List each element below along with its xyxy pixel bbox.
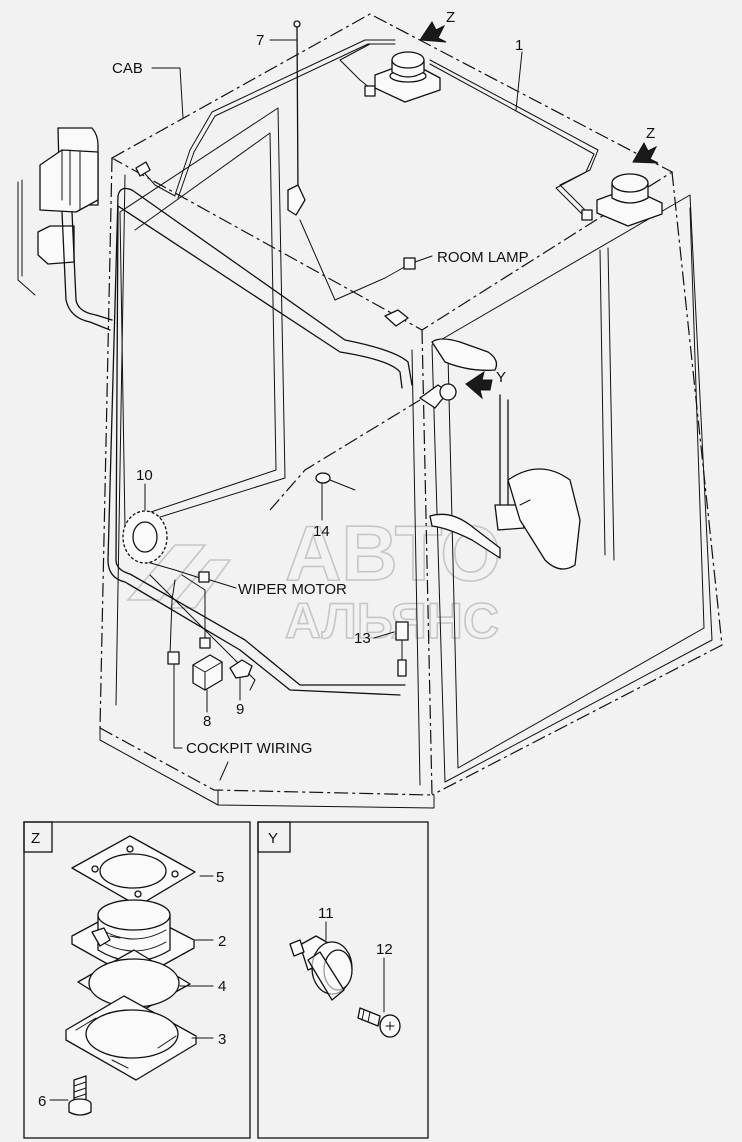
gasket-top: [71, 835, 196, 907]
leader-wiper-motor: [209, 579, 237, 589]
label-z-top: Z: [446, 9, 455, 26]
callout-1: 1: [515, 37, 523, 54]
callout-8: 8: [203, 713, 211, 730]
callout-11: 11: [318, 905, 334, 922]
panel-y-title: Y: [268, 830, 278, 847]
label-cab: CAB: [112, 60, 143, 77]
label-room-lamp: ROOM LAMP: [437, 249, 529, 266]
side-mirror: [429, 338, 581, 570]
callout-7: 7: [256, 32, 264, 49]
arrow-z-right: Z: [632, 125, 659, 164]
panel-z-title: Z: [31, 830, 40, 847]
leader-room-lamp: [414, 255, 433, 263]
wiper-motor-connector: [198, 571, 210, 583]
panel-y: Y 11 12: [257, 821, 429, 1139]
room-lamp-unit: [419, 383, 457, 409]
bolt: [68, 1075, 92, 1116]
cab-pipe: [107, 187, 413, 696]
callout-4: 4: [218, 978, 226, 995]
callout-6: 6: [38, 1093, 46, 1110]
panel-z: Z: [23, 821, 251, 1139]
callout-5: 5: [216, 869, 224, 886]
leader-1: [515, 51, 523, 111]
rear-wiper-motor: [17, 127, 113, 331]
antenna: [287, 20, 306, 216]
leader-cockpit-base: [219, 761, 229, 781]
side-lamp-detail: [289, 935, 353, 1001]
leader-cab: [151, 67, 184, 119]
beacon-lamp-left: [374, 51, 441, 103]
watermark-line2: АЛЬЯНС: [285, 593, 499, 649]
callout-9: 9: [236, 701, 244, 718]
label-y: Y: [496, 369, 506, 386]
room-lamp-connector: [403, 257, 416, 270]
beacon-lamp-right: [596, 173, 663, 227]
callout-10: 10: [136, 467, 153, 484]
wiring-harness: [139, 39, 599, 691]
grommet: [315, 472, 331, 484]
speaker: [122, 510, 168, 564]
label-cockpit-wiring: COCKPIT WIRING: [186, 740, 312, 757]
connector-group: [135, 85, 593, 665]
cab-frame: [99, 13, 723, 809]
arrow-y: Y: [465, 369, 506, 400]
callout-13: 13: [354, 630, 371, 647]
callout-3: 3: [218, 1031, 226, 1048]
switch: [395, 621, 409, 677]
arrow-z-top: Z: [419, 9, 455, 43]
callout-2: 2: [218, 933, 226, 950]
base-plate: [65, 995, 197, 1081]
relay: [192, 654, 223, 691]
label-wiper-motor: WIPER MOTOR: [238, 581, 347, 598]
callout-12: 12: [376, 941, 393, 958]
label-z-right: Z: [646, 125, 655, 142]
sensor-plug: [229, 659, 253, 679]
leader-13: [373, 631, 395, 639]
screw: [357, 1007, 401, 1038]
callout-14: 14: [313, 523, 330, 540]
leader-cockpit-wiring: [173, 663, 183, 749]
